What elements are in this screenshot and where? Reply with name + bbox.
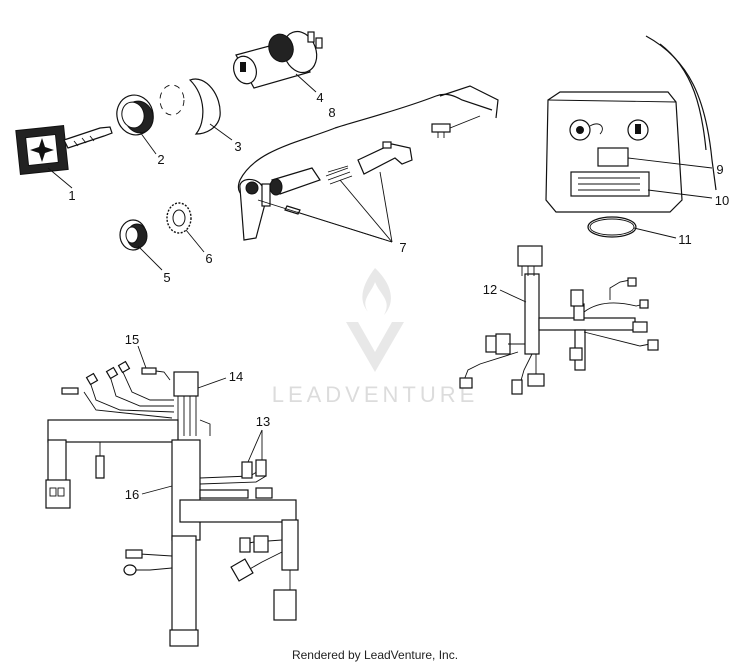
part-nut-2	[116, 94, 154, 136]
callout-9: 9	[716, 162, 723, 177]
callout-2: 2	[157, 152, 164, 167]
part-ignition-switch	[233, 30, 323, 89]
callout-12: 12	[483, 282, 497, 297]
part-o-ring-11	[587, 216, 637, 238]
callout-4: 4	[316, 90, 323, 105]
callout-14: 14	[229, 369, 243, 384]
footer-credit: Rendered by LeadVenture, Inc.	[291, 648, 459, 662]
callout-5: 5	[163, 270, 170, 285]
callout-15: 15	[125, 332, 139, 347]
callouts: 1 2 3 4 5 6 7 8 9 10 11 12 13 14 15 16	[68, 90, 729, 502]
callout-11: 11	[678, 232, 692, 247]
part-bezel	[188, 78, 221, 135]
callout-1: 1	[68, 188, 75, 203]
part-nut-5	[119, 219, 148, 251]
leadventure-flame-logo	[362, 268, 391, 315]
callout-16: 16	[125, 487, 139, 502]
part-label-9	[597, 147, 629, 167]
part-lockwasher-6	[166, 202, 192, 234]
part-dash-pod	[545, 35, 717, 213]
leader-lines-7	[257, 171, 393, 243]
leader-lines	[47, 73, 713, 495]
callout-6: 6	[205, 251, 212, 266]
part-dashed-ring	[159, 84, 185, 116]
part-throttle-lever	[239, 141, 413, 241]
part-harness-16	[45, 360, 299, 647]
watermark-text: LEADVENTURE	[272, 382, 479, 407]
callout-10: 10	[715, 193, 729, 208]
leadventure-v-logo	[346, 322, 404, 372]
part-key	[15, 125, 113, 175]
callout-8: 8	[328, 105, 335, 120]
part-harness-12	[459, 245, 659, 395]
callout-13: 13	[256, 414, 270, 429]
callout-7: 7	[399, 240, 406, 255]
watermark: LEADVENTURE	[272, 268, 479, 407]
callout-3: 3	[234, 139, 241, 154]
